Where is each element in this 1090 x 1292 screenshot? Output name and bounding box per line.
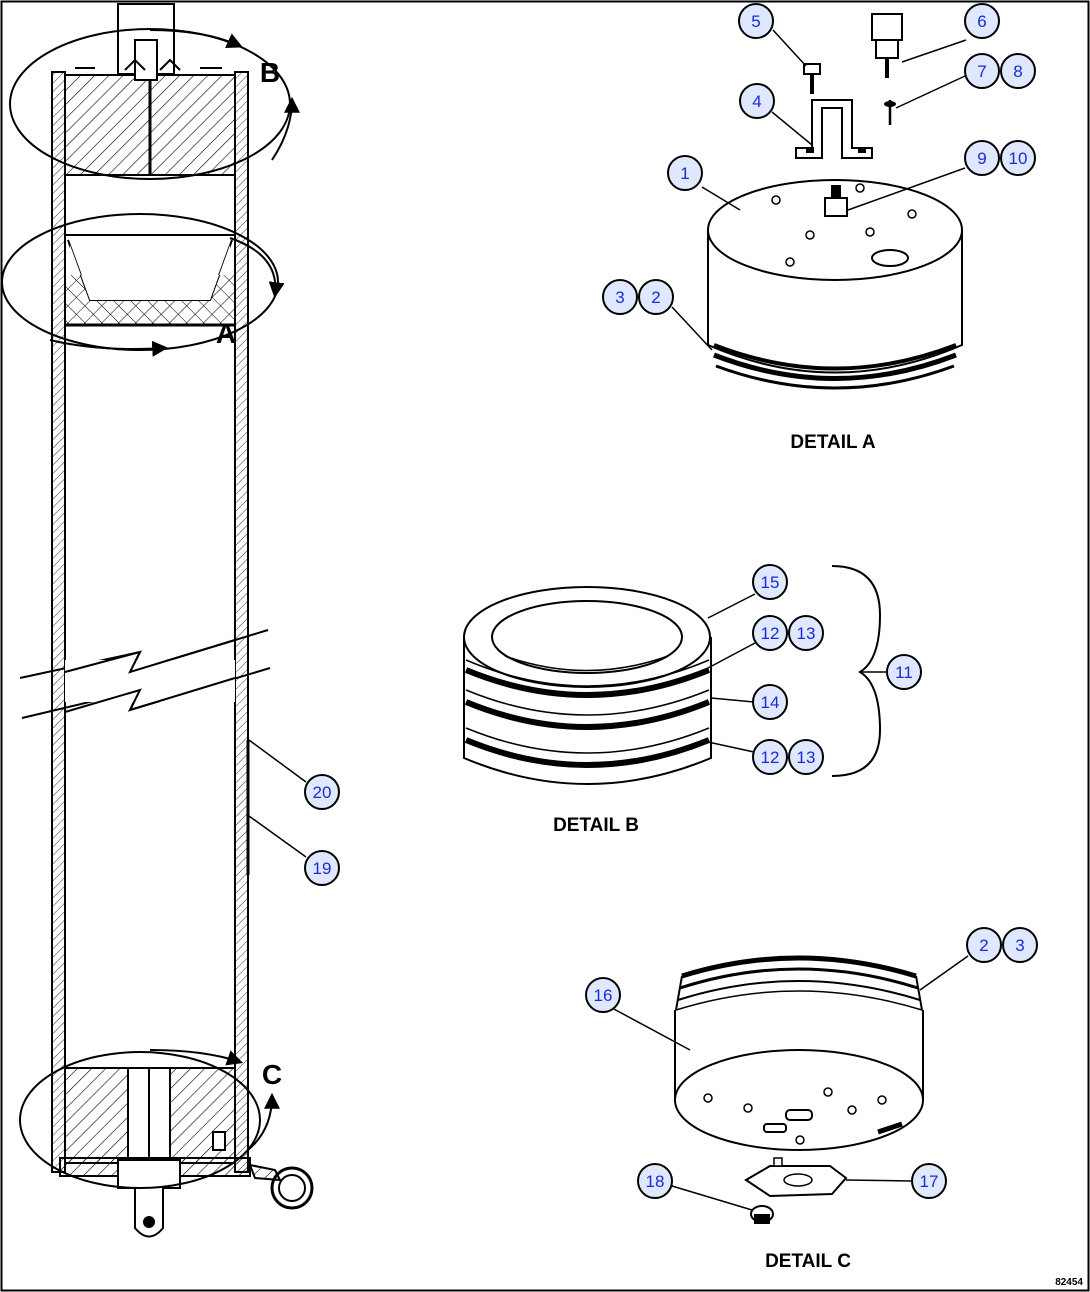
callout-9: 9 [964, 140, 1000, 176]
svg-text:20: 20 [313, 783, 332, 802]
figure-number: 82454 [1055, 1277, 1083, 1288]
svg-text:11: 11 [895, 663, 913, 682]
callout-13-lower: 13 [788, 739, 824, 775]
callout-4: 4 [739, 83, 775, 119]
svg-text:12: 12 [761, 624, 780, 643]
tube-wall-left [51, 71, 66, 1173]
detail-c-title: DETAIL C [765, 1251, 851, 1272]
callout-12-upper: 12 [752, 615, 788, 651]
detail-b-title: DETAIL B [553, 815, 639, 836]
callout-20: 20 [304, 774, 340, 810]
callout-10: 10 [1000, 140, 1036, 176]
callout-1: 1 [667, 155, 703, 191]
callout-14: 14 [752, 684, 788, 720]
svg-text:19: 19 [313, 859, 332, 878]
svg-text:17: 17 [920, 1172, 939, 1191]
svg-text:12: 12 [761, 748, 780, 767]
callout-17: 17 [911, 1163, 947, 1199]
callout-13-upper: 13 [788, 615, 824, 651]
group-brace [831, 565, 882, 777]
cylinder-assembly: B A C [1, 3, 314, 1238]
callout-2-detail-a: 2 [638, 279, 674, 315]
svg-text:18: 18 [646, 1172, 665, 1191]
svg-text:14: 14 [761, 693, 780, 712]
callout-8: 8 [1000, 53, 1036, 89]
svg-text:9: 9 [977, 149, 986, 168]
svg-text:10: 10 [1009, 149, 1028, 168]
svg-text:15: 15 [761, 573, 780, 592]
detail-c-ellipse [19, 1051, 261, 1189]
callout-16: 16 [585, 977, 621, 1013]
detail-a-drawing: DETAIL A [671, 13, 967, 453]
svg-text:8: 8 [1013, 62, 1022, 81]
svg-text:3: 3 [615, 288, 624, 307]
callout-5: 5 [738, 3, 774, 39]
view-label-b: B [260, 57, 280, 88]
callout-3-detail-a: 3 [602, 279, 638, 315]
view-label-c: C [262, 1059, 282, 1090]
callout-2-detail-c: 2 [966, 927, 1002, 963]
callout-7: 7 [964, 53, 1000, 89]
svg-text:2: 2 [651, 288, 660, 307]
svg-text:7: 7 [977, 62, 986, 81]
detail-a-title: DETAIL A [790, 432, 875, 453]
callout-12-lower: 12 [752, 739, 788, 775]
callout-19: 19 [304, 850, 340, 886]
svg-text:16: 16 [594, 986, 613, 1005]
callout-6: 6 [964, 3, 1000, 39]
callout-group: 1 2 3 4 5 6 7 8 9 10 15 12 13 14 12 13 1… [304, 3, 1038, 1199]
callout-11: 11 [886, 654, 922, 690]
view-label-a: A [216, 318, 236, 349]
svg-text:4: 4 [752, 92, 761, 111]
svg-text:6: 6 [977, 12, 986, 31]
callout-15: 15 [752, 564, 788, 600]
callout-3-detail-c: 3 [1002, 927, 1038, 963]
svg-text:13: 13 [797, 624, 816, 643]
detail-b-drawing: DETAIL B [463, 565, 886, 836]
svg-text:5: 5 [751, 12, 760, 31]
callout-18: 18 [637, 1163, 673, 1199]
svg-text:1: 1 [680, 164, 689, 183]
detail-c-drawing: DETAIL C [611, 955, 969, 1272]
svg-text:13: 13 [797, 748, 816, 767]
svg-text:2: 2 [979, 936, 988, 955]
svg-text:3: 3 [1015, 936, 1024, 955]
